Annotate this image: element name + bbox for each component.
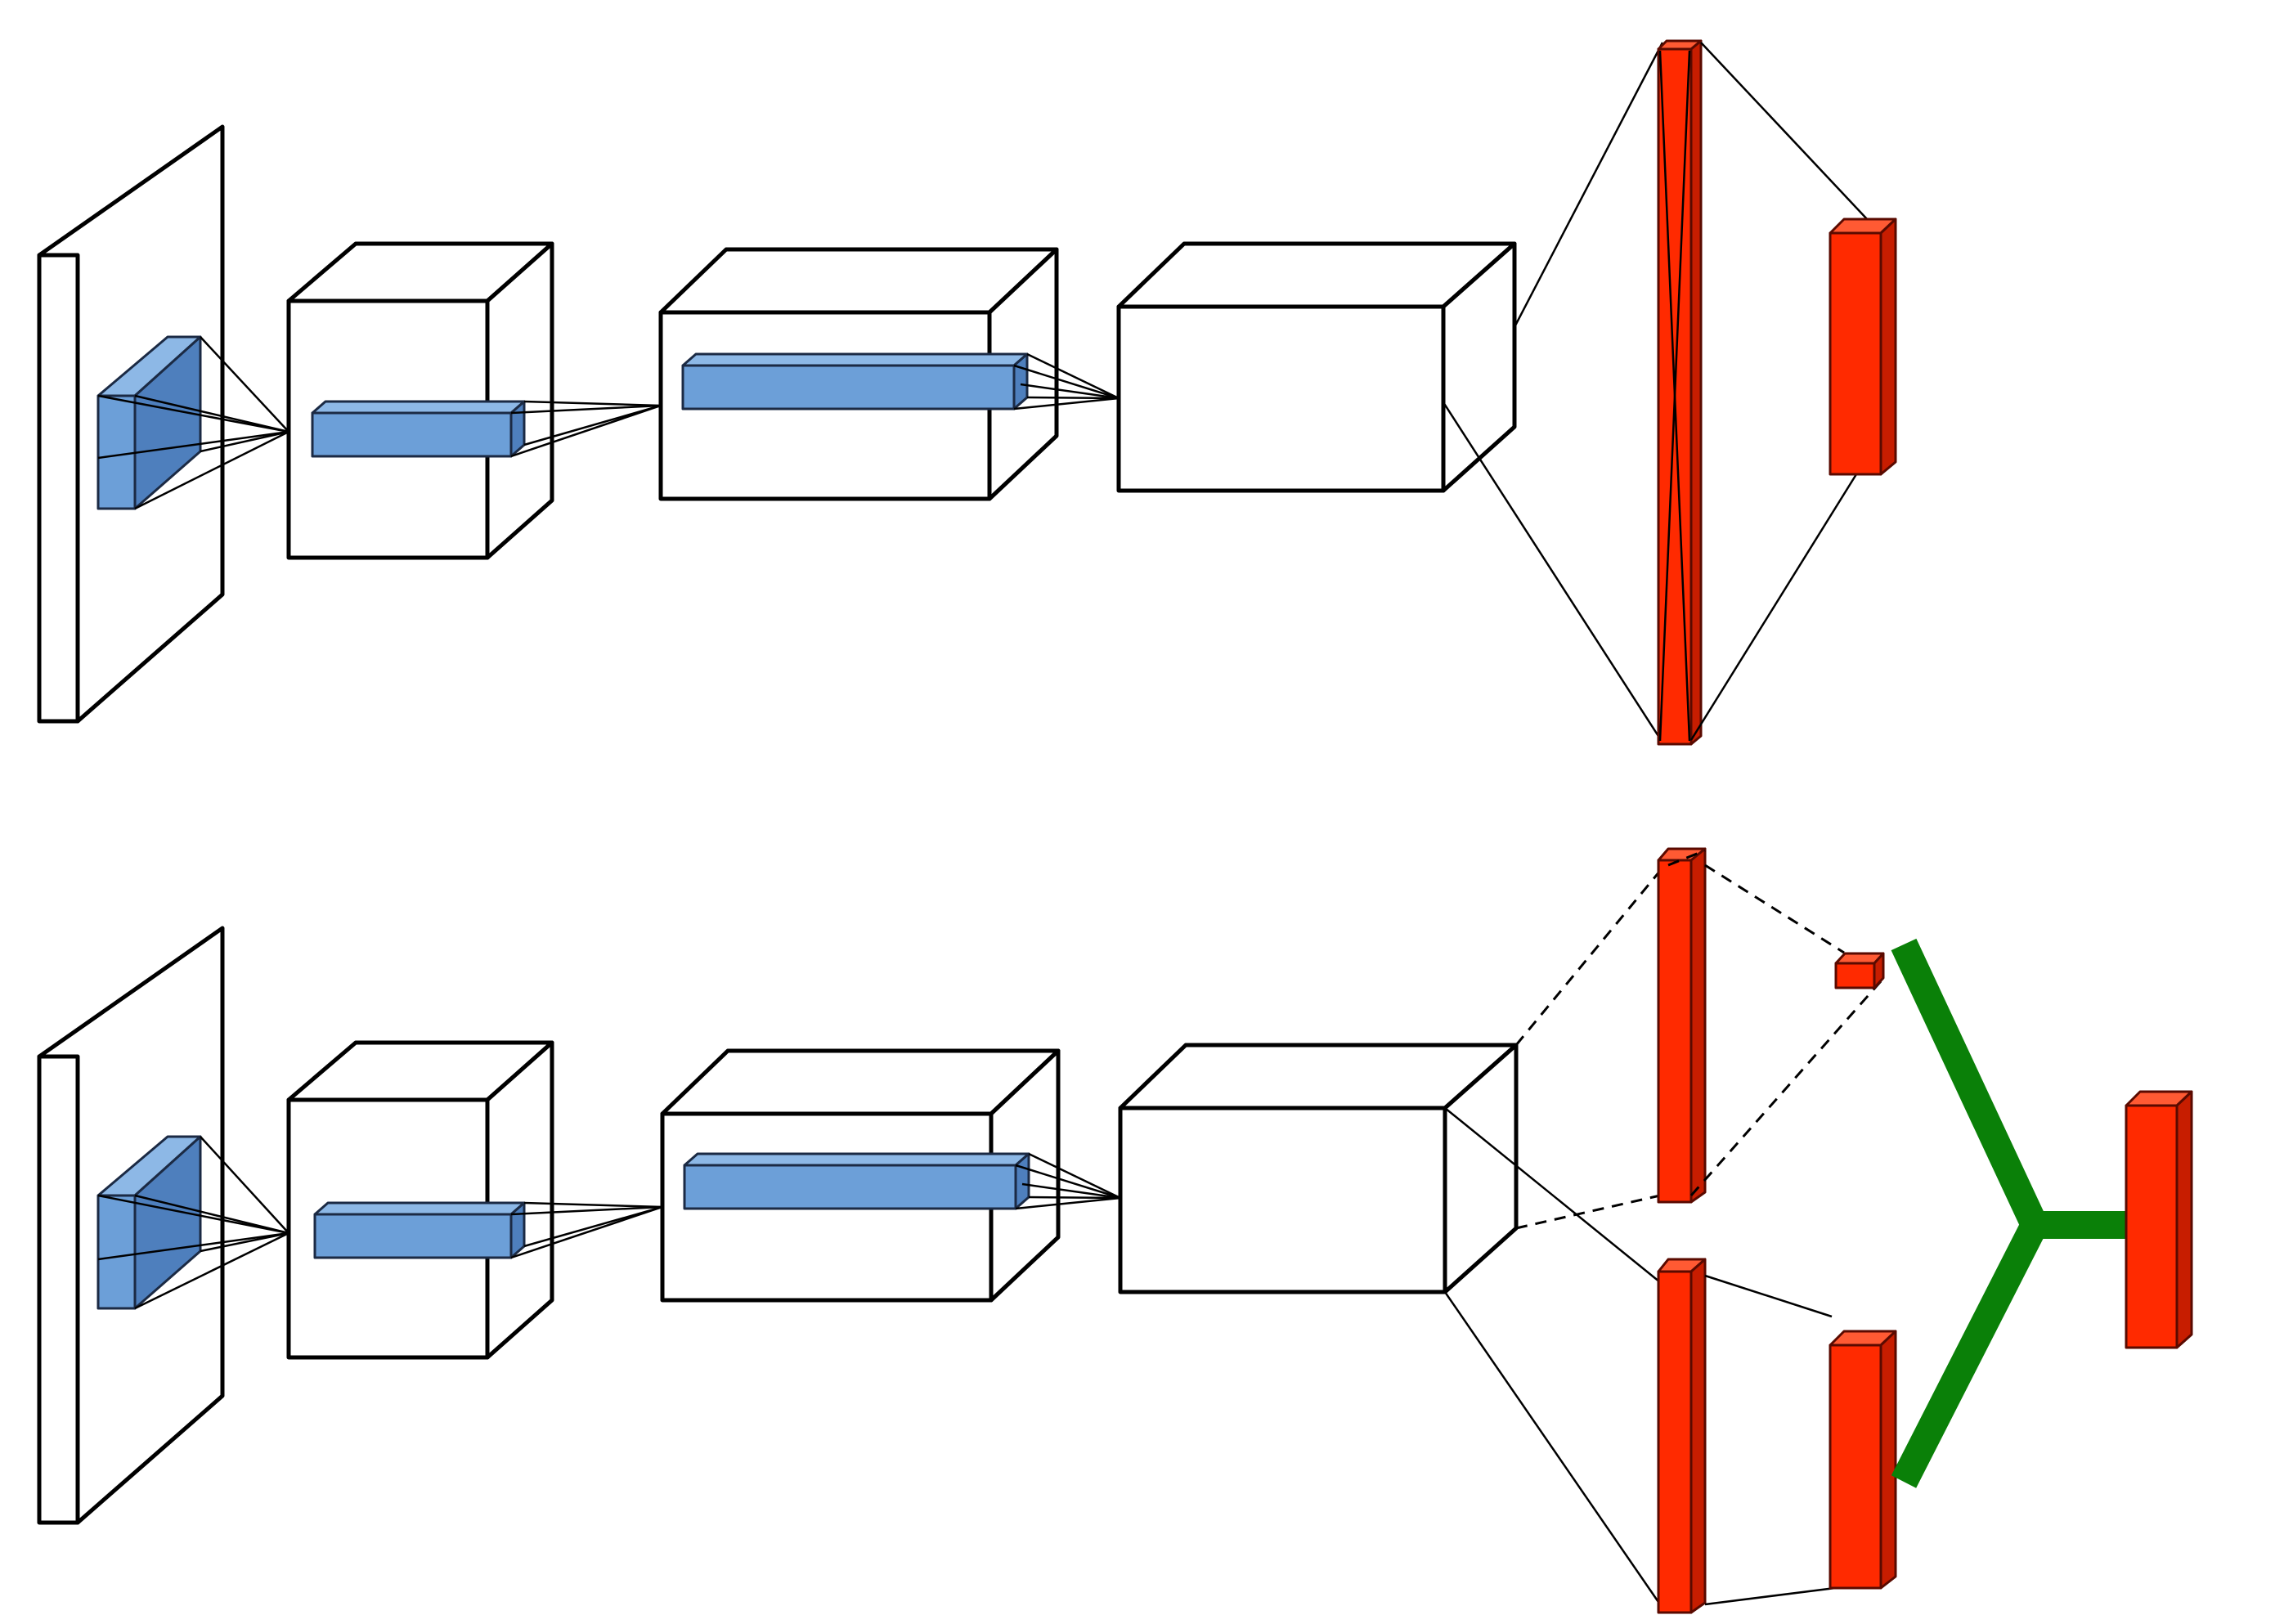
conv-volume-3	[1116, 241, 1517, 493]
two-branch-network	[37, 847, 2193, 1614]
merge-connector	[1891, 938, 2134, 1488]
volume-1-to-volume-2-lines	[510, 1201, 663, 1259]
input-filter-patch	[96, 1135, 202, 1310]
volume-2-feature-bar	[681, 352, 1029, 410]
volume-3-to-dense-lines	[1442, 42, 1664, 743]
output-layer	[1829, 218, 1897, 476]
volume-2-feature-bar	[683, 1152, 1030, 1210]
volume-1-feature-bar	[311, 400, 526, 458]
merged-output-layer	[2125, 1090, 2193, 1349]
lower-branch-output-layer	[1829, 1330, 1897, 1590]
single-head-network	[37, 39, 1897, 746]
conv-volume-1	[286, 1040, 554, 1360]
volume-1-feature-bar	[313, 1201, 526, 1259]
lower-dense-branch	[1657, 1258, 1849, 1614]
upper-dense-branch	[1657, 847, 1882, 1204]
volume-1-to-volume-2-lines	[510, 400, 662, 458]
conv-volume-3	[1118, 1043, 1519, 1294]
upper-branch-output-node	[1834, 952, 1885, 989]
volume-3-to-upper-branch-lines	[1514, 870, 1662, 1230]
volume-2-to-volume-3-lines	[1015, 1152, 1121, 1210]
dense-to-output-lines	[1689, 42, 1869, 741]
dense-layer	[1657, 39, 1703, 746]
patch-to-volume-1-lines	[97, 1136, 289, 1310]
patch-to-volume-1-lines	[97, 336, 289, 510]
volume-2-to-volume-3-lines	[1013, 352, 1120, 410]
volume-3-to-lower-branch-lines	[1443, 1107, 1662, 1605]
